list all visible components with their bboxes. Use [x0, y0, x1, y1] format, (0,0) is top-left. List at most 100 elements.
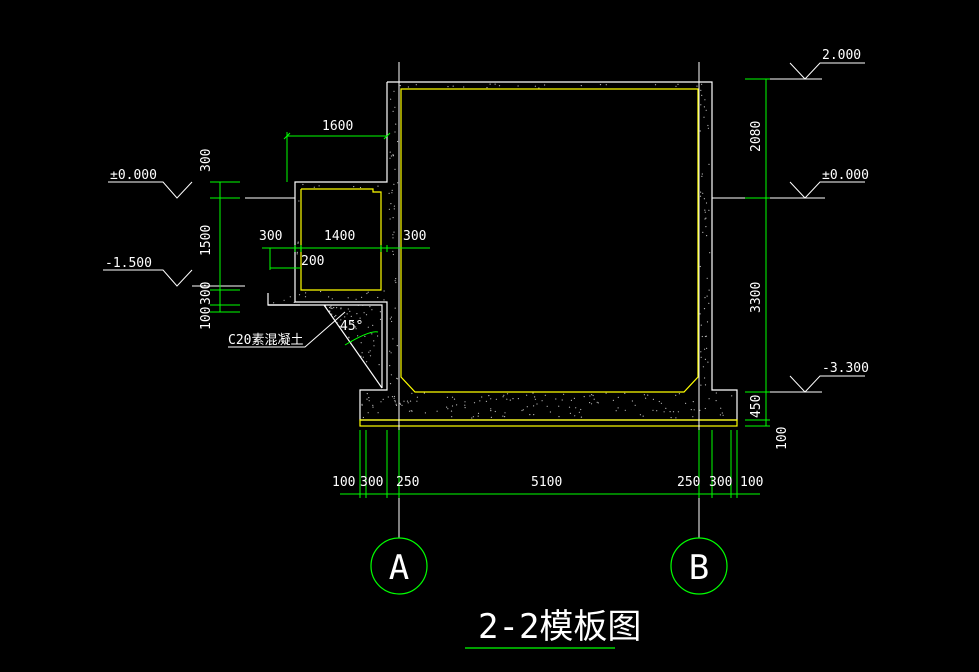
- hatch-dot: [670, 417, 672, 419]
- hatch-dot: [408, 410, 411, 412]
- hatch-dot: [706, 321, 709, 323]
- hatch-dot: [367, 326, 369, 328]
- hatch-dot: [391, 320, 393, 323]
- hatch-dot: [330, 306, 332, 308]
- dim-bottom-row: [340, 430, 760, 498]
- hatch-dot: [446, 406, 448, 408]
- hatch-dot: [522, 409, 524, 411]
- hatch-dot: [568, 406, 571, 408]
- hatch-dot: [393, 90, 395, 92]
- hatch-dot: [389, 383, 392, 385]
- hatch-dot: [436, 410, 438, 412]
- hatch-dot: [544, 394, 546, 396]
- hatch-dot: [692, 401, 694, 403]
- hatch-dot: [533, 405, 535, 407]
- hatch-dot: [361, 352, 363, 354]
- hatch-dot: [494, 83, 496, 85]
- hatch-dot: [357, 320, 359, 322]
- hatch-dot: [546, 405, 548, 407]
- hatch-dot: [634, 404, 636, 406]
- hatch-dot: [369, 306, 371, 308]
- hatch-dot: [477, 415, 479, 417]
- hatch-dot: [390, 203, 392, 205]
- hatch-dot: [645, 397, 647, 399]
- hatch-dot: [504, 416, 506, 418]
- hatch-dot: [318, 185, 320, 187]
- hatch-dot: [392, 154, 394, 156]
- hatch-dot: [517, 398, 520, 400]
- hatch-dot: [450, 410, 453, 412]
- hatch-dot: [612, 399, 615, 401]
- hatch-dot: [389, 350, 391, 352]
- hatch-dot: [490, 416, 492, 418]
- hatch-dot: [411, 392, 413, 394]
- hatch-dot: [373, 345, 375, 347]
- dim-left-vertical: [210, 181, 240, 313]
- hatch-dot: [490, 410, 492, 412]
- hatch-dot: [393, 205, 395, 207]
- hatch-dot: [690, 409, 692, 411]
- hatch-dot: [663, 411, 665, 413]
- hatch-dot: [534, 398, 537, 400]
- hatch-dot: [605, 392, 607, 394]
- hatch-dot: [392, 217, 394, 219]
- hatch-dot: [333, 307, 335, 309]
- hatch-dot: [366, 361, 368, 363]
- hatch-dot: [355, 328, 357, 330]
- hatch-dot: [709, 252, 711, 254]
- dim-channel-row: [262, 245, 430, 270]
- hatch-dot: [382, 398, 384, 400]
- hatch-dot: [533, 414, 535, 416]
- hatch-dot: [393, 183, 395, 185]
- hatch-dot: [389, 151, 391, 153]
- hatch-dot: [344, 316, 346, 318]
- hatch-dot: [356, 313, 358, 315]
- hatch-dot: [407, 86, 409, 88]
- hatch-dot: [336, 307, 338, 309]
- hatch-dot: [506, 393, 509, 395]
- hatch-dot: [383, 299, 385, 301]
- hatch-dot: [359, 317, 361, 319]
- hatch-dot: [364, 335, 366, 337]
- hatch-dot: [700, 191, 702, 193]
- hatch-dot: [583, 396, 585, 398]
- hatch-dot: [495, 398, 497, 400]
- hatch-dot: [464, 407, 466, 409]
- hatch-dot: [416, 396, 418, 398]
- hatch-dot: [399, 403, 402, 405]
- hatch-dot: [363, 312, 365, 314]
- hatch-dot: [367, 412, 369, 414]
- hatch-dot: [675, 394, 677, 396]
- hatch-dot: [678, 393, 681, 395]
- hatch-dot: [700, 351, 702, 353]
- hatch-dot: [391, 396, 394, 398]
- hatch-dot: [328, 296, 330, 298]
- hatch-dot: [592, 394, 594, 397]
- hatch-dot: [365, 314, 368, 316]
- hatch-dot: [569, 412, 572, 414]
- hatch-dot: [416, 400, 418, 402]
- hatch-dot: [331, 313, 333, 315]
- hatch-dot: [701, 175, 703, 177]
- hatch-dot: [703, 308, 706, 310]
- hatch-dot: [529, 414, 531, 416]
- hatch-dot: [372, 324, 374, 326]
- concrete-hatch-pattern: [273, 83, 733, 419]
- hatch-dot: [403, 400, 405, 402]
- hatch-dot: [407, 402, 409, 404]
- elevation-marker-channel-bottom: -1.500: [103, 256, 245, 287]
- hatch-dot: [494, 410, 496, 413]
- dim-bottom-label: 250: [677, 475, 700, 490]
- hatch-dot: [708, 398, 710, 400]
- hatch-dot: [704, 348, 706, 350]
- elevation-marker-ground-right: ±0.000: [789, 168, 869, 199]
- hatch-dot: [396, 377, 398, 379]
- hatch-dot: [331, 307, 333, 310]
- hatch-dot: [406, 400, 409, 402]
- outer-outline: [294, 81, 738, 421]
- hatch-dot: [704, 99, 706, 101]
- hatch-dot: [704, 218, 706, 220]
- hatch-dot: [532, 392, 534, 394]
- hatch-dot: [305, 292, 307, 294]
- dim-floor-slab-label: 200: [301, 254, 324, 269]
